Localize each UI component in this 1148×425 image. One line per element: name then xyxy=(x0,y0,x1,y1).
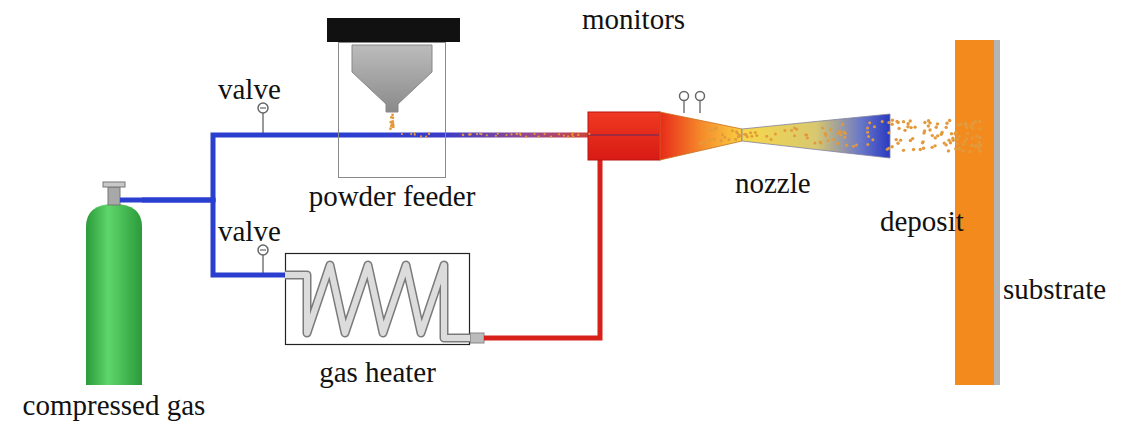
gas-line xyxy=(142,200,285,275)
diverging-section xyxy=(742,114,890,158)
heater-outlet xyxy=(470,333,484,343)
gas-cylinder-shape xyxy=(86,182,142,385)
feed-line xyxy=(338,133,592,138)
valve-label: valve xyxy=(218,74,281,106)
powder-feeder: powder feeder xyxy=(338,42,446,178)
component-label: gas heater xyxy=(319,357,436,389)
substrate-label: substrate xyxy=(1003,274,1106,306)
component-label: compressed gas xyxy=(23,390,206,422)
monitor-gauge xyxy=(680,92,689,114)
powder-feeder-shape xyxy=(338,42,446,178)
component-label: powder feeder xyxy=(309,181,476,213)
substrate-plate xyxy=(994,40,1000,385)
deposit-label: deposit xyxy=(880,206,964,238)
valve-symbol xyxy=(258,103,268,133)
feeder-lid xyxy=(327,18,460,42)
converging-section xyxy=(660,112,742,160)
gas-line xyxy=(142,135,338,200)
nozzle-label: nozzle xyxy=(735,168,811,200)
monitors-label: monitors xyxy=(582,4,685,36)
valve-symbol xyxy=(258,245,268,273)
hot-gas-line xyxy=(484,160,600,338)
pipe-junction xyxy=(211,198,216,203)
monitor-gauge xyxy=(696,92,705,114)
powder-particles xyxy=(389,113,982,153)
gas-heater: gas heater xyxy=(285,253,470,345)
gas-cylinder: compressed gas xyxy=(86,182,142,385)
gas-heater-shape xyxy=(285,253,470,345)
valve-label: valve xyxy=(218,216,281,248)
powder-injector xyxy=(588,134,662,136)
